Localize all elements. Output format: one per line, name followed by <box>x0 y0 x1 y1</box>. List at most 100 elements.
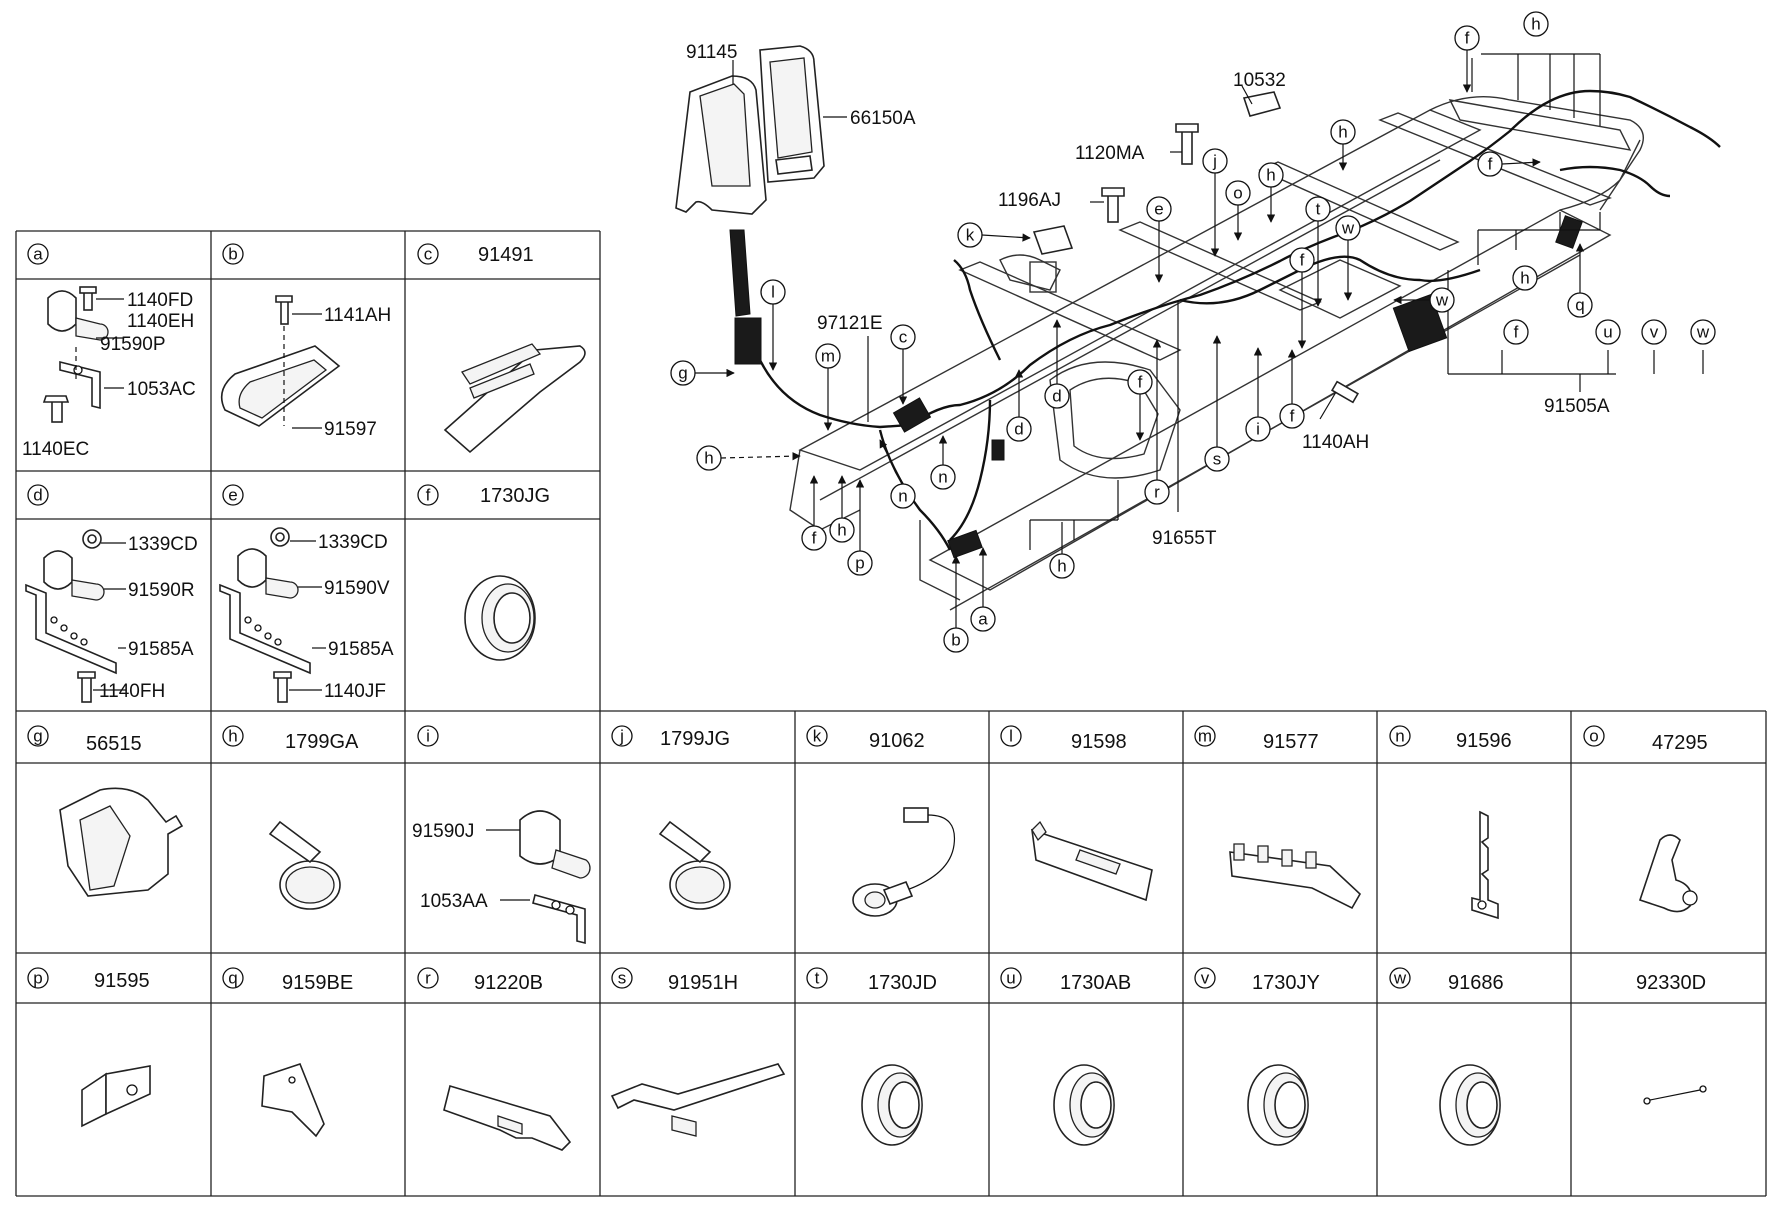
cell-r-code: 91220B <box>474 972 543 994</box>
cell-q-header: q 9159BE <box>222 967 353 994</box>
cell-t-letter: t <box>815 969 820 988</box>
callout-r: r <box>1144 479 1170 505</box>
callout-s: s <box>1204 446 1230 472</box>
cell-i-part-1: 91590J <box>412 821 474 842</box>
cell-w-grommet <box>1439 1064 1501 1146</box>
callout-s-letter: s <box>1213 450 1222 469</box>
cell-w-code: 91686 <box>1448 972 1504 994</box>
cell-s-header: s 91951H <box>611 967 738 994</box>
callout-o-letter: o <box>1233 184 1242 203</box>
cell-s-letter: s <box>618 969 627 988</box>
callout-u-letter: u <box>1603 323 1612 342</box>
callout-k-letter: k <box>966 226 975 245</box>
cell-n-code: 91596 <box>1456 730 1512 752</box>
cell-d-part-2: 91590R <box>128 580 195 601</box>
callout-f5: f <box>1127 369 1153 395</box>
cell-e-part-1: 1339CD <box>318 532 388 553</box>
cell-u-grommet <box>1053 1064 1115 1146</box>
cell-k-code: 91062 <box>869 730 925 752</box>
callout-q-letter: q <box>1575 296 1584 315</box>
label-91655T: 91655T <box>1152 528 1217 549</box>
cell-k-part <box>852 807 956 917</box>
callout-w3: w <box>1690 319 1716 345</box>
cell-d-part-3: 91585A <box>128 639 194 660</box>
cell-q-part <box>261 1063 325 1138</box>
callout-d1: d <box>1044 383 1070 409</box>
cell-d-header: d <box>27 484 49 506</box>
callout-i: i <box>1245 416 1271 442</box>
callout-h2: h <box>1330 119 1356 145</box>
cell-a-part-3: 91590P <box>100 334 166 355</box>
cell-s-code: 91951H <box>668 972 738 994</box>
callout-b-letter: b <box>951 631 960 650</box>
callout-w2: w <box>1429 287 1455 313</box>
cell-h-header: h 1799GA <box>222 725 359 753</box>
cell-blank-code: 92330D <box>1636 972 1706 994</box>
cell-v-code: 1730JY <box>1252 972 1320 994</box>
callout-d1-letter: d <box>1052 387 1061 406</box>
cell-j-code: 1799JG <box>660 728 730 750</box>
parts-grid <box>15 230 1767 1197</box>
callout-h2-letter: h <box>1338 123 1347 142</box>
callout-o: o <box>1225 180 1251 206</box>
cell-s-part <box>610 1063 786 1137</box>
cell-l-code: 91598 <box>1071 731 1127 753</box>
cell-e-part-4: 1140JF <box>324 681 386 702</box>
callout-h4: h <box>1512 265 1538 291</box>
cell-v-letter: v <box>1201 969 1210 988</box>
cell-e-letter: e <box>228 486 237 505</box>
callout-f6-letter: f <box>1290 407 1295 426</box>
cell-c-parts <box>443 343 586 454</box>
callout-p-letter: p <box>855 554 864 573</box>
callout-f7: f <box>801 525 827 551</box>
callout-n2-letter: n <box>938 468 947 487</box>
cell-p-letter: p <box>33 969 42 988</box>
cell-r-letter: r <box>425 969 431 988</box>
cell-a-letter: a <box>33 245 43 264</box>
cell-f-code: 1730JG <box>480 485 550 507</box>
callout-e: e <box>1146 196 1172 222</box>
callout-a-letter: a <box>978 610 988 629</box>
cell-d-part-1: 1339CD <box>128 534 198 555</box>
callout-h6: h <box>829 517 855 543</box>
callout-i-letter: i <box>1256 420 1260 439</box>
cell-n-header: n 91596 <box>1389 725 1512 752</box>
callout-e-letter: e <box>1154 200 1163 219</box>
label-1120MA: 1120MA <box>1075 143 1145 164</box>
label-97121E: 97121E <box>817 313 883 334</box>
callout-g: g <box>670 360 696 386</box>
cell-d-parts: 1339CD 91590R 91585A 1140FH <box>25 529 198 703</box>
callout-l-letter: l <box>771 283 775 302</box>
cell-p-header: p 91595 <box>27 967 150 992</box>
cell-a-header: a <box>27 243 49 265</box>
callout-m-letter: m <box>821 347 835 366</box>
cell-g-letter: g <box>33 727 42 746</box>
callout-m: m <box>815 343 841 369</box>
cell-q-letter: q <box>228 969 237 988</box>
cell-t-grommet <box>861 1064 923 1146</box>
cell-o-letter: o <box>1589 727 1598 746</box>
label-10532: 10532 <box>1233 70 1286 91</box>
main-assembly <box>675 45 1721 611</box>
callout-d2: d <box>1006 416 1032 442</box>
callout-b: b <box>943 627 969 653</box>
callout-p: p <box>847 550 873 576</box>
callout-h3: h <box>1258 162 1284 188</box>
callout-c-letter: c <box>899 328 908 347</box>
cell-u-header: u 1730AB <box>1000 967 1131 994</box>
cell-b-parts: 1141AH 91597 <box>220 295 391 440</box>
cell-e-part-3: 91585A <box>328 639 394 660</box>
cell-j-letter: j <box>619 727 624 746</box>
cell-b-part-2: 91597 <box>324 419 377 440</box>
callout-t: t <box>1305 196 1331 222</box>
cell-n-letter: n <box>1395 727 1404 746</box>
callout-pointers <box>695 50 1585 628</box>
callout-f2-letter: f <box>1488 155 1493 174</box>
cell-v-header: v 1730JY <box>1194 967 1320 994</box>
callout-n1-letter: n <box>898 487 907 506</box>
cell-w-header: w 91686 <box>1389 967 1504 994</box>
callout-n1: n <box>890 483 916 509</box>
callout-d2-letter: d <box>1014 420 1023 439</box>
callout-g-letter: g <box>678 364 687 383</box>
callout-v-letter: v <box>1650 323 1659 342</box>
